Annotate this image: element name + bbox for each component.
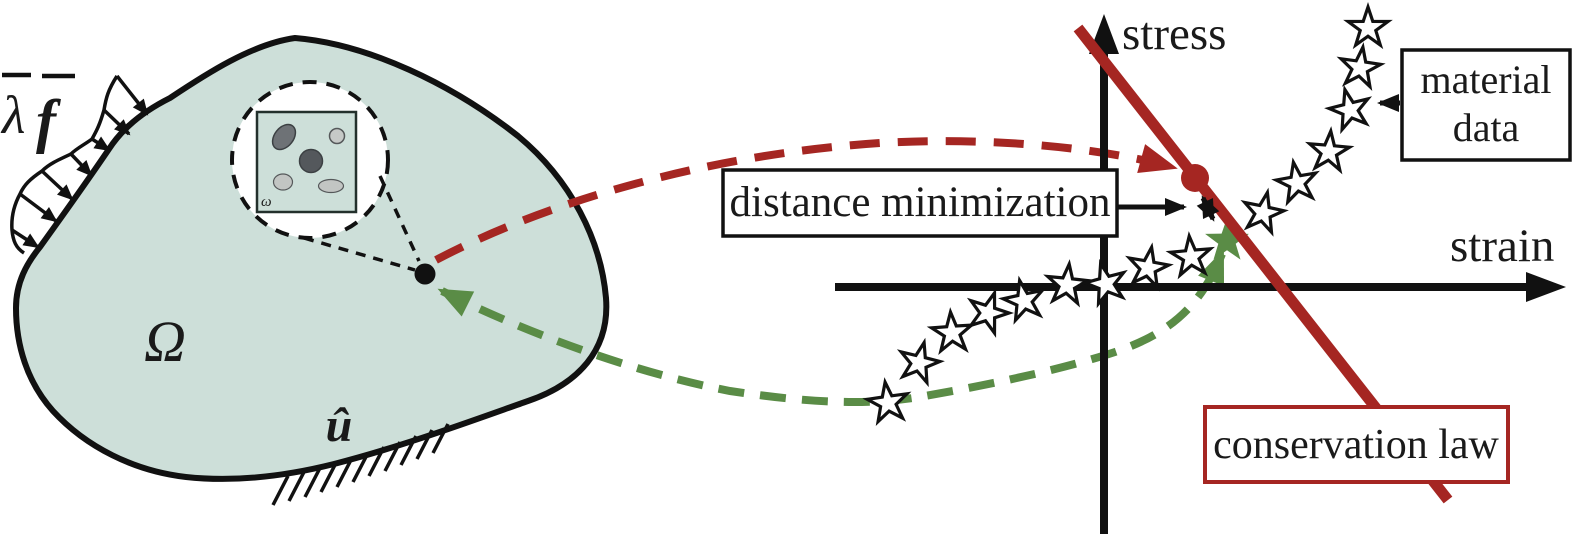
load-arrow bbox=[115, 74, 149, 116]
load-arrow bbox=[102, 108, 131, 136]
material-data-star bbox=[862, 377, 912, 426]
load-arrow bbox=[11, 228, 40, 249]
material-data-star bbox=[1043, 259, 1093, 308]
conservation-law-box bbox=[1203, 405, 1510, 484]
closest-data-point-star bbox=[1205, 218, 1249, 260]
distance-minimization-box bbox=[721, 168, 1119, 238]
displacement-label: û bbox=[326, 399, 353, 452]
inclusion-small-circle bbox=[328, 127, 346, 145]
material-data-star bbox=[1336, 42, 1386, 91]
load-factor-label: λ f bbox=[0, 72, 75, 154]
inclusion-dark-circle bbox=[298, 148, 324, 174]
microstructure-inset: ω bbox=[230, 80, 390, 240]
microstructure-label: ω bbox=[261, 194, 272, 210]
inclusion-light-ellipse bbox=[317, 178, 345, 194]
load-arrow bbox=[69, 152, 93, 177]
material-data-star bbox=[1080, 258, 1128, 309]
material-data-box bbox=[1400, 48, 1572, 162]
material-point-dot bbox=[414, 263, 436, 285]
applied-load bbox=[10, 74, 149, 255]
distance-minimization-annotation: distance minimization bbox=[721, 168, 1187, 238]
load-arrow bbox=[40, 169, 74, 201]
material-data-star bbox=[1324, 84, 1373, 135]
stress-strain-plot: stress strain distance minimization mate… bbox=[721, 1, 1572, 534]
force-symbol: f bbox=[36, 88, 61, 154]
x-axis-label: strain bbox=[1450, 220, 1554, 272]
solution-point-dot bbox=[1181, 164, 1209, 192]
material-data-star bbox=[966, 288, 1015, 338]
material-data-annotation: material data bbox=[1377, 48, 1572, 162]
material-data-star bbox=[1165, 231, 1215, 280]
solution-point bbox=[1181, 164, 1209, 192]
red-mapping-arrow bbox=[434, 137, 1178, 264]
material-data-star bbox=[998, 275, 1047, 325]
distance-minimization-label: distance minimization bbox=[730, 179, 1111, 226]
material-data-star bbox=[1125, 242, 1174, 292]
inclusion-dark-ellipse bbox=[271, 123, 297, 151]
material-data-label-line1: material bbox=[1420, 57, 1551, 102]
material-data-star bbox=[1271, 157, 1320, 207]
x-axis-arrowhead bbox=[1526, 272, 1566, 302]
conservation-law-label: conservation law bbox=[1213, 422, 1499, 468]
load-envelope bbox=[10, 75, 119, 255]
y-axis-label: stress bbox=[1122, 8, 1226, 60]
lambda-symbol: λ bbox=[0, 85, 25, 145]
material-data-star bbox=[926, 307, 977, 356]
domain-label: Ω bbox=[144, 309, 186, 374]
continuum-body: λ f ω bbox=[0, 34, 610, 506]
distance-double-arrow bbox=[1196, 195, 1220, 222]
material-data-star bbox=[1240, 187, 1289, 237]
support-hatching bbox=[271, 423, 450, 506]
magnifier-callout-lines bbox=[303, 175, 421, 272]
inclusion-light-ellipse bbox=[272, 173, 294, 191]
material-data-star bbox=[896, 337, 945, 388]
conservation-law-annotation: conservation law bbox=[1203, 405, 1510, 484]
material-data-stars bbox=[862, 1, 1393, 426]
material-data-label-line2: data bbox=[1453, 105, 1520, 150]
material-data-star bbox=[1305, 126, 1355, 175]
load-arrow bbox=[91, 136, 111, 152]
material-data-star bbox=[1343, 1, 1393, 50]
load-arrow bbox=[18, 192, 58, 223]
